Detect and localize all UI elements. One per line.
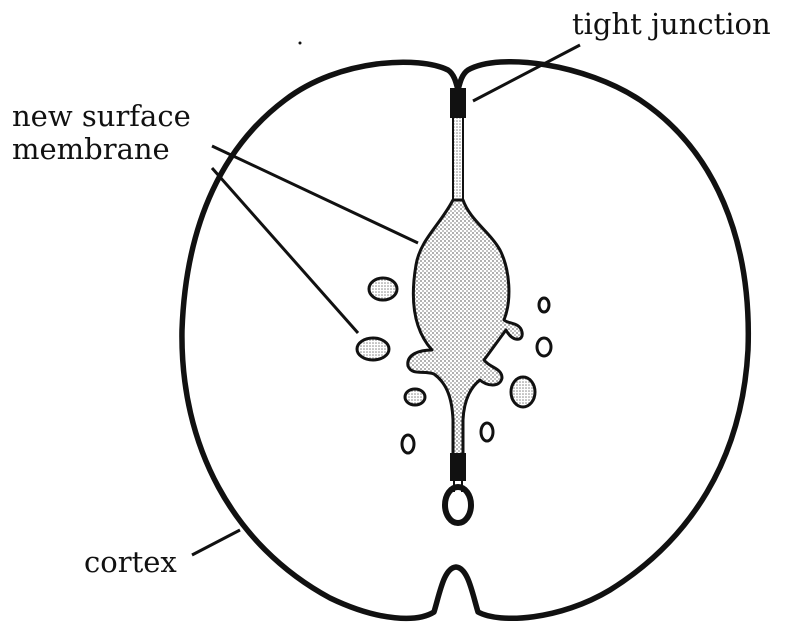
leader-tight-junction — [473, 45, 580, 101]
leader-new-membrane-small-vesicle — [212, 168, 358, 333]
leader-cortex — [192, 530, 240, 555]
vesicle — [357, 338, 389, 360]
vesicle — [402, 435, 414, 453]
tight-junction-lower — [450, 453, 466, 481]
label-cortex: cortex — [84, 546, 177, 579]
new-membrane-vesicle — [408, 200, 522, 458]
upper-channel-fill — [454, 118, 462, 198]
leader-new-membrane-vesicle — [212, 146, 418, 243]
label-new-surface-membrane-line2: membrane — [12, 133, 191, 166]
tight-junction-upper — [450, 88, 466, 118]
vesicle — [405, 389, 425, 405]
vesicle — [537, 338, 551, 356]
vesicle — [481, 423, 493, 441]
vesicle — [511, 377, 535, 407]
label-new-surface-membrane-line1: new surface — [12, 100, 191, 133]
label-tight-junction: tight junction — [572, 8, 771, 41]
vesicle — [539, 298, 549, 312]
membrane-loop — [445, 487, 471, 523]
vesicle — [369, 278, 397, 300]
label-new-surface-membrane: new surface membrane — [12, 100, 191, 166]
stray-dot — [299, 42, 302, 45]
